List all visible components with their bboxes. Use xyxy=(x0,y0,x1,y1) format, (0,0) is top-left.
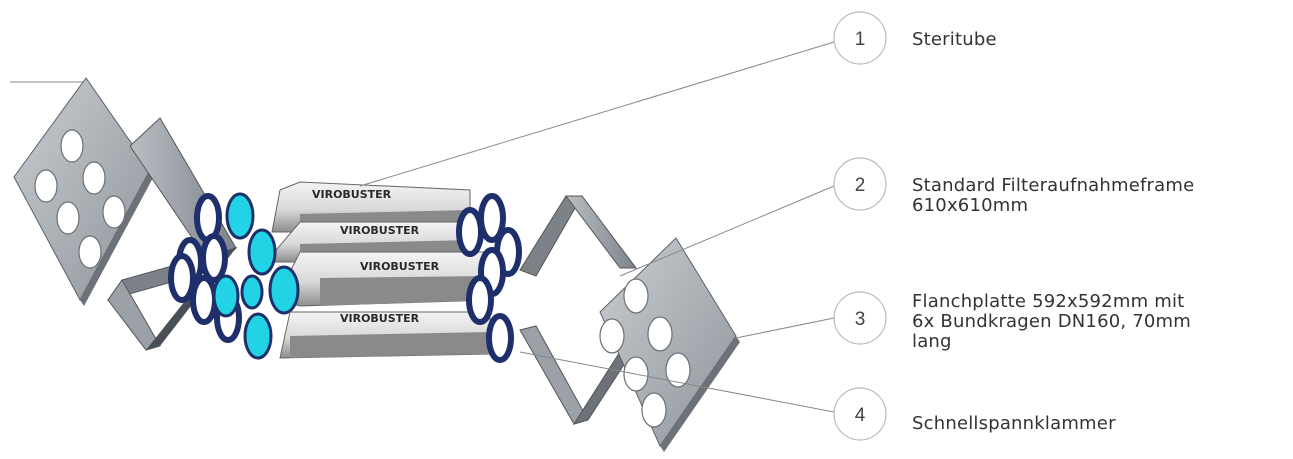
callout-3-line: 6x Bundkragen DN160, 70mm xyxy=(912,311,1191,332)
steritube-bundle: VIROBUSTER VIROBUSTER VIROBUSTER VIROBUS… xyxy=(212,181,491,360)
right-flange-plate xyxy=(599,237,740,452)
callout-2-line: Standard Filteraufnahmeframe xyxy=(912,175,1195,196)
callout-3: 3 xyxy=(833,291,887,345)
tube-brand-label: VIROBUSTER xyxy=(340,312,420,325)
steritube: VIROBUSTER xyxy=(212,274,491,360)
callout-1-label: Steritube xyxy=(912,30,997,50)
callout-2-number: 2 xyxy=(855,175,866,196)
callout-3-line: Flanchplatte 592x592mm mit xyxy=(912,291,1185,312)
tube-brand-label: VIROBUSTER xyxy=(312,188,392,201)
callout-2: 2 xyxy=(833,157,887,211)
callout-4: 4 xyxy=(833,387,887,441)
left-flange-plate xyxy=(10,77,154,306)
callout-3-label: Flanchplatte 592x592mm mit 6x Bundkragen… xyxy=(912,292,1191,352)
callout-2-label: Standard Filteraufnahmeframe 610x610mm xyxy=(912,176,1194,216)
tube-brand-label: VIROBUSTER xyxy=(340,224,420,237)
steritube: VIROBUSTER xyxy=(268,251,491,315)
callout-1-number: 1 xyxy=(855,29,866,50)
callout-3-line: lang xyxy=(912,331,952,352)
callout-4-label: Schnellspannklammer xyxy=(912,414,1116,434)
callout-2-line: 610x610mm xyxy=(912,195,1029,216)
leader-lines xyxy=(359,41,835,413)
right-clamp-rings xyxy=(456,193,522,363)
callout-4-line: Schnellspannklammer xyxy=(912,413,1116,434)
callout-1-line: Steritube xyxy=(912,29,997,50)
callout-3-number: 3 xyxy=(855,309,866,330)
tube-brand-label: VIROBUSTER xyxy=(360,260,440,273)
callout-1: 1 xyxy=(833,11,887,65)
callout-4-number: 4 xyxy=(855,405,866,426)
right-filter-frame xyxy=(519,195,641,425)
